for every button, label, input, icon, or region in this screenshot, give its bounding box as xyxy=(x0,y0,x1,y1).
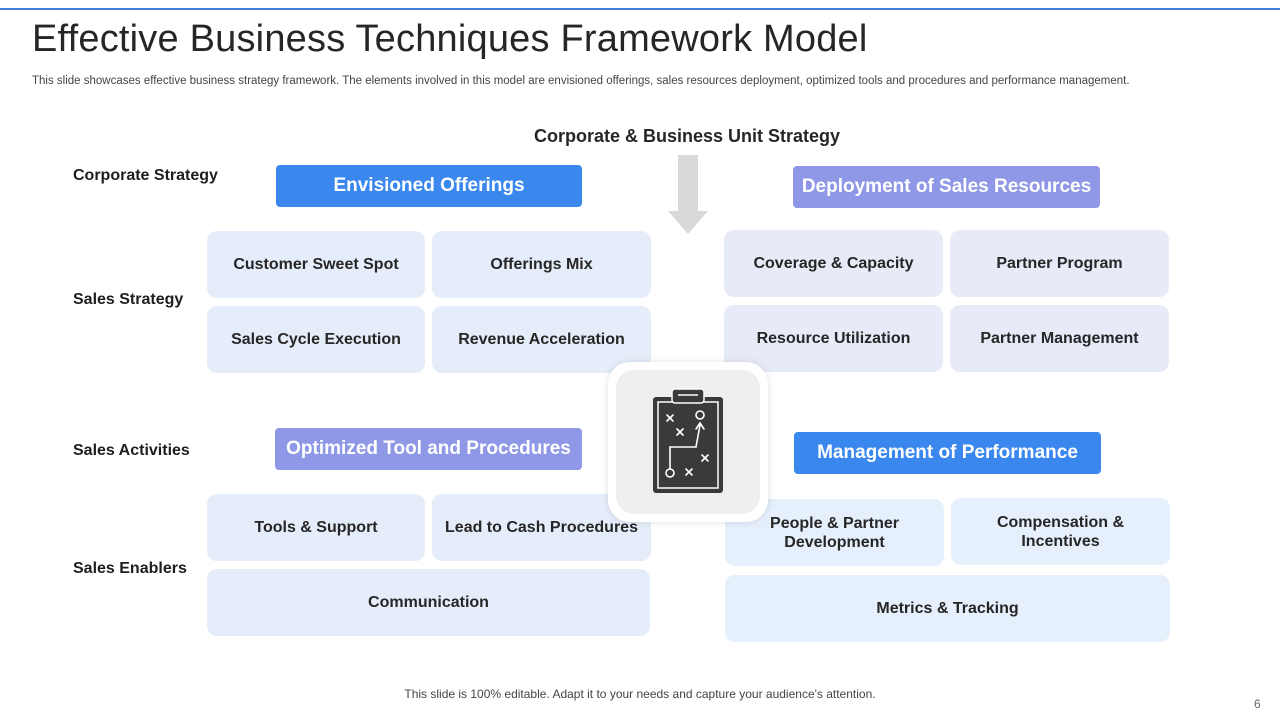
heading-envisioned-offerings: Envisioned Offerings xyxy=(276,165,582,207)
heading-management-of-performance: Management of Performance xyxy=(794,432,1101,474)
row-label-sales-enablers: Sales Enablers xyxy=(73,560,187,577)
cell-communication: Communication xyxy=(207,569,650,636)
cell-offerings-mix: Offerings Mix xyxy=(432,231,651,298)
center-icon-card xyxy=(608,362,768,522)
page-number: 6 xyxy=(1254,697,1261,711)
down-arrow-icon xyxy=(668,155,708,234)
heading-deployment-of-sales-resources: Deployment of Sales Resources xyxy=(793,166,1100,208)
cell-partner-program: Partner Program xyxy=(950,230,1169,297)
strategy-clipboard-icon xyxy=(653,388,723,493)
center-heading: Corporate & Business Unit Strategy xyxy=(533,126,841,146)
cell-sales-cycle-execution: Sales Cycle Execution xyxy=(207,306,425,373)
cell-metrics-tracking: Metrics & Tracking xyxy=(725,575,1170,642)
cell-partner-management: Partner Management xyxy=(950,305,1169,372)
slide-footer: This slide is 100% editable. Adapt it to… xyxy=(404,687,876,701)
row-label-sales-strategy: Sales Strategy xyxy=(73,291,184,308)
top-accent-line xyxy=(0,8,1280,10)
cell-revenue-acceleration: Revenue Acceleration xyxy=(432,306,651,373)
slide-title: Effective Business Techniques Framework … xyxy=(32,18,868,60)
cell-compensation-incentives: Compensation & Incentives xyxy=(951,498,1170,565)
cell-tools-support: Tools & Support xyxy=(207,494,425,561)
cell-customer-sweet-spot: Customer Sweet Spot xyxy=(207,231,425,298)
row-label-sales-activities: Sales Activities xyxy=(73,442,190,459)
cell-coverage-capacity: Coverage & Capacity xyxy=(724,230,943,297)
cell-resource-utilization: Resource Utilization xyxy=(724,305,943,372)
slide-subtitle: This slide showcases effective business … xyxy=(32,75,1130,87)
center-icon-card-inner xyxy=(616,370,760,514)
heading-optimized-tool-and-procedures: Optimized Tool and Procedures xyxy=(275,428,582,470)
row-label-corporate-strategy: Corporate Strategy xyxy=(73,167,218,184)
